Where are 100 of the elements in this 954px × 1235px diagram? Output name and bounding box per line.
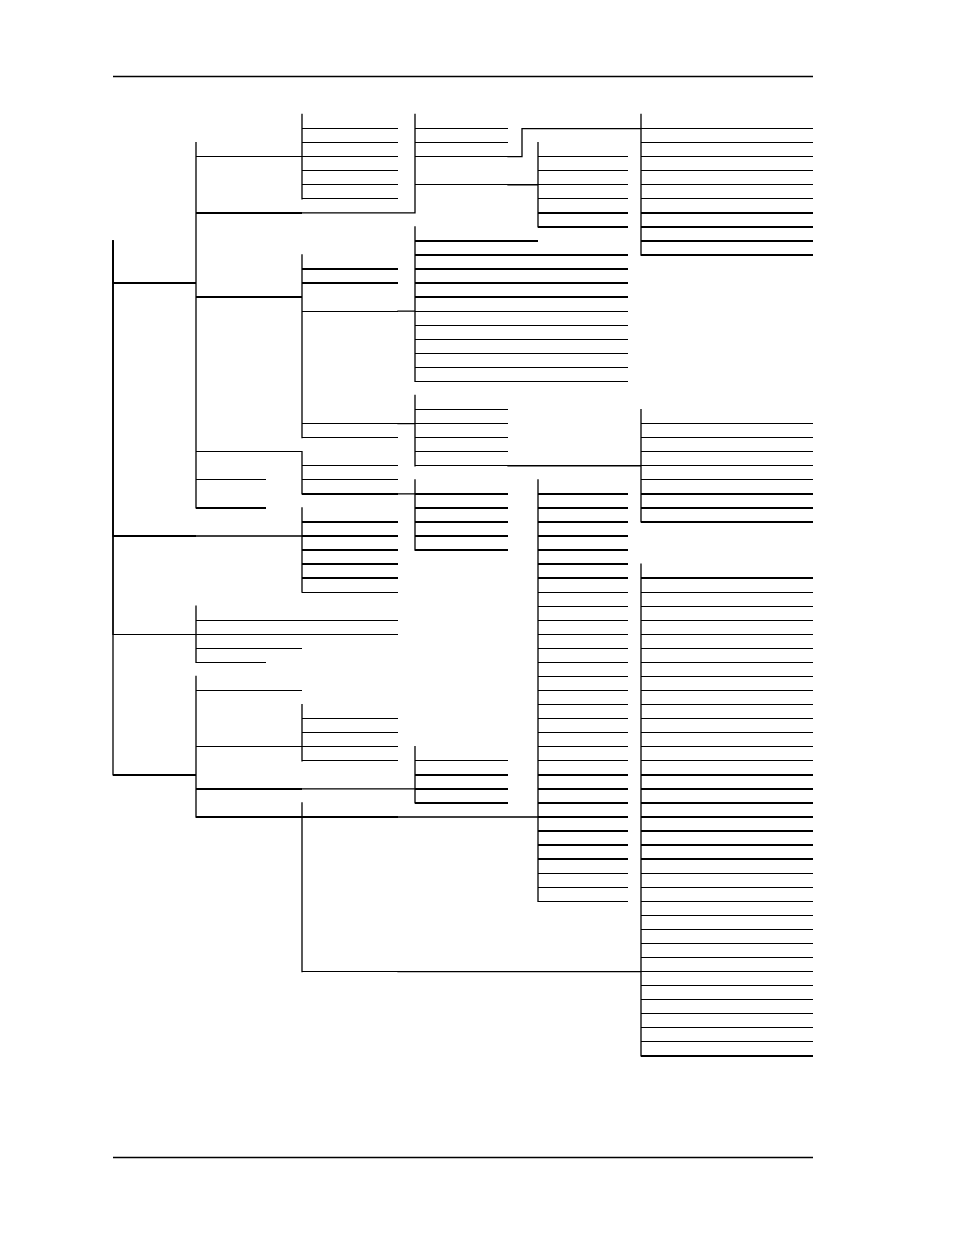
entry-line (641, 732, 813, 734)
entry-line (415, 535, 508, 537)
entry-line (302, 535, 398, 537)
connector-line (397, 563, 642, 1057)
entry-line (415, 549, 508, 551)
entry-line (302, 563, 398, 565)
entry-line (641, 170, 813, 172)
entry-line (538, 155, 628, 158)
entry-line (641, 703, 813, 706)
entry-line (538, 703, 628, 706)
entry-line (415, 451, 508, 453)
connector-line (301, 113, 416, 214)
entry-line (196, 633, 398, 636)
entry-line (641, 872, 813, 874)
entry-line (196, 647, 302, 650)
entry-line (641, 788, 813, 790)
entry-line (113, 282, 196, 284)
connector-line (301, 254, 303, 439)
entry-line (415, 774, 508, 776)
entry-line (641, 970, 813, 973)
entry-line (538, 184, 628, 186)
entry-line (641, 774, 813, 776)
entry-line (302, 577, 398, 579)
entry-line (538, 689, 628, 692)
entry-line (641, 1055, 813, 1057)
entry-line (196, 746, 302, 748)
entry-line (538, 816, 628, 818)
entry-line (196, 507, 266, 509)
entry-line (196, 661, 266, 664)
connector-line (507, 408, 642, 523)
entry-line (641, 591, 813, 593)
entry-line (415, 465, 508, 467)
entry-line (641, 212, 813, 214)
entry-line (641, 633, 813, 636)
entry-line (538, 830, 628, 832)
entry-line (415, 521, 508, 523)
entry-line (415, 296, 628, 298)
entry-line (641, 577, 813, 579)
entry-line (302, 436, 398, 439)
entry-line (302, 127, 398, 130)
entry-line (302, 155, 398, 158)
entry-line (641, 928, 813, 931)
entry-line (196, 619, 398, 621)
connector-line (301, 703, 303, 762)
entry-line (538, 774, 628, 776)
connector-line (301, 113, 303, 200)
entry-line (641, 717, 813, 720)
entry-line (641, 984, 813, 987)
entry-line (302, 732, 398, 734)
entry-line (641, 155, 813, 158)
entry-line (641, 942, 813, 945)
entry-line (415, 324, 628, 326)
entry-line (302, 970, 398, 973)
entry-line (302, 760, 398, 762)
entry-line (415, 422, 508, 425)
entry-line (415, 254, 628, 256)
entry-line (415, 184, 508, 186)
entry-line (538, 591, 628, 593)
connector-line (195, 507, 303, 593)
entry-line (641, 900, 813, 902)
entry-line (641, 141, 813, 144)
entry-line (302, 521, 398, 523)
entry-line (538, 212, 628, 214)
entry-line (538, 746, 628, 748)
entry-line (415, 282, 628, 284)
entry-line (538, 802, 628, 804)
connector-line (195, 675, 197, 818)
entry-line (538, 619, 628, 621)
connector-line (397, 394, 416, 467)
entry-line (302, 746, 398, 748)
entry-line (641, 1013, 813, 1015)
entry-line (538, 788, 628, 790)
entry-line (415, 141, 508, 144)
entry-line (538, 900, 628, 902)
entry-line (641, 675, 813, 678)
entry-line (641, 886, 813, 888)
entry-line (538, 732, 628, 734)
entry-line (641, 436, 813, 439)
entry-line (302, 816, 398, 818)
entry-line (196, 479, 266, 481)
connector-line (397, 226, 416, 383)
entry-line (415, 268, 628, 270)
entry-line (302, 422, 398, 425)
entry-line (641, 254, 813, 256)
entry-line (538, 717, 628, 720)
entry-line (415, 493, 508, 495)
entry-line (196, 689, 302, 692)
entry-line (641, 507, 813, 509)
entry-line (302, 282, 398, 284)
entry-line (538, 661, 628, 664)
entry-line (415, 408, 508, 411)
entry-line (415, 760, 508, 762)
entry-line (538, 198, 628, 200)
entry-line (538, 549, 628, 551)
entry-line (641, 422, 813, 425)
entry-line (415, 802, 508, 804)
connector-line (301, 746, 416, 804)
entry-line (641, 521, 813, 523)
entry-line (641, 661, 813, 664)
entry-line (196, 788, 302, 790)
